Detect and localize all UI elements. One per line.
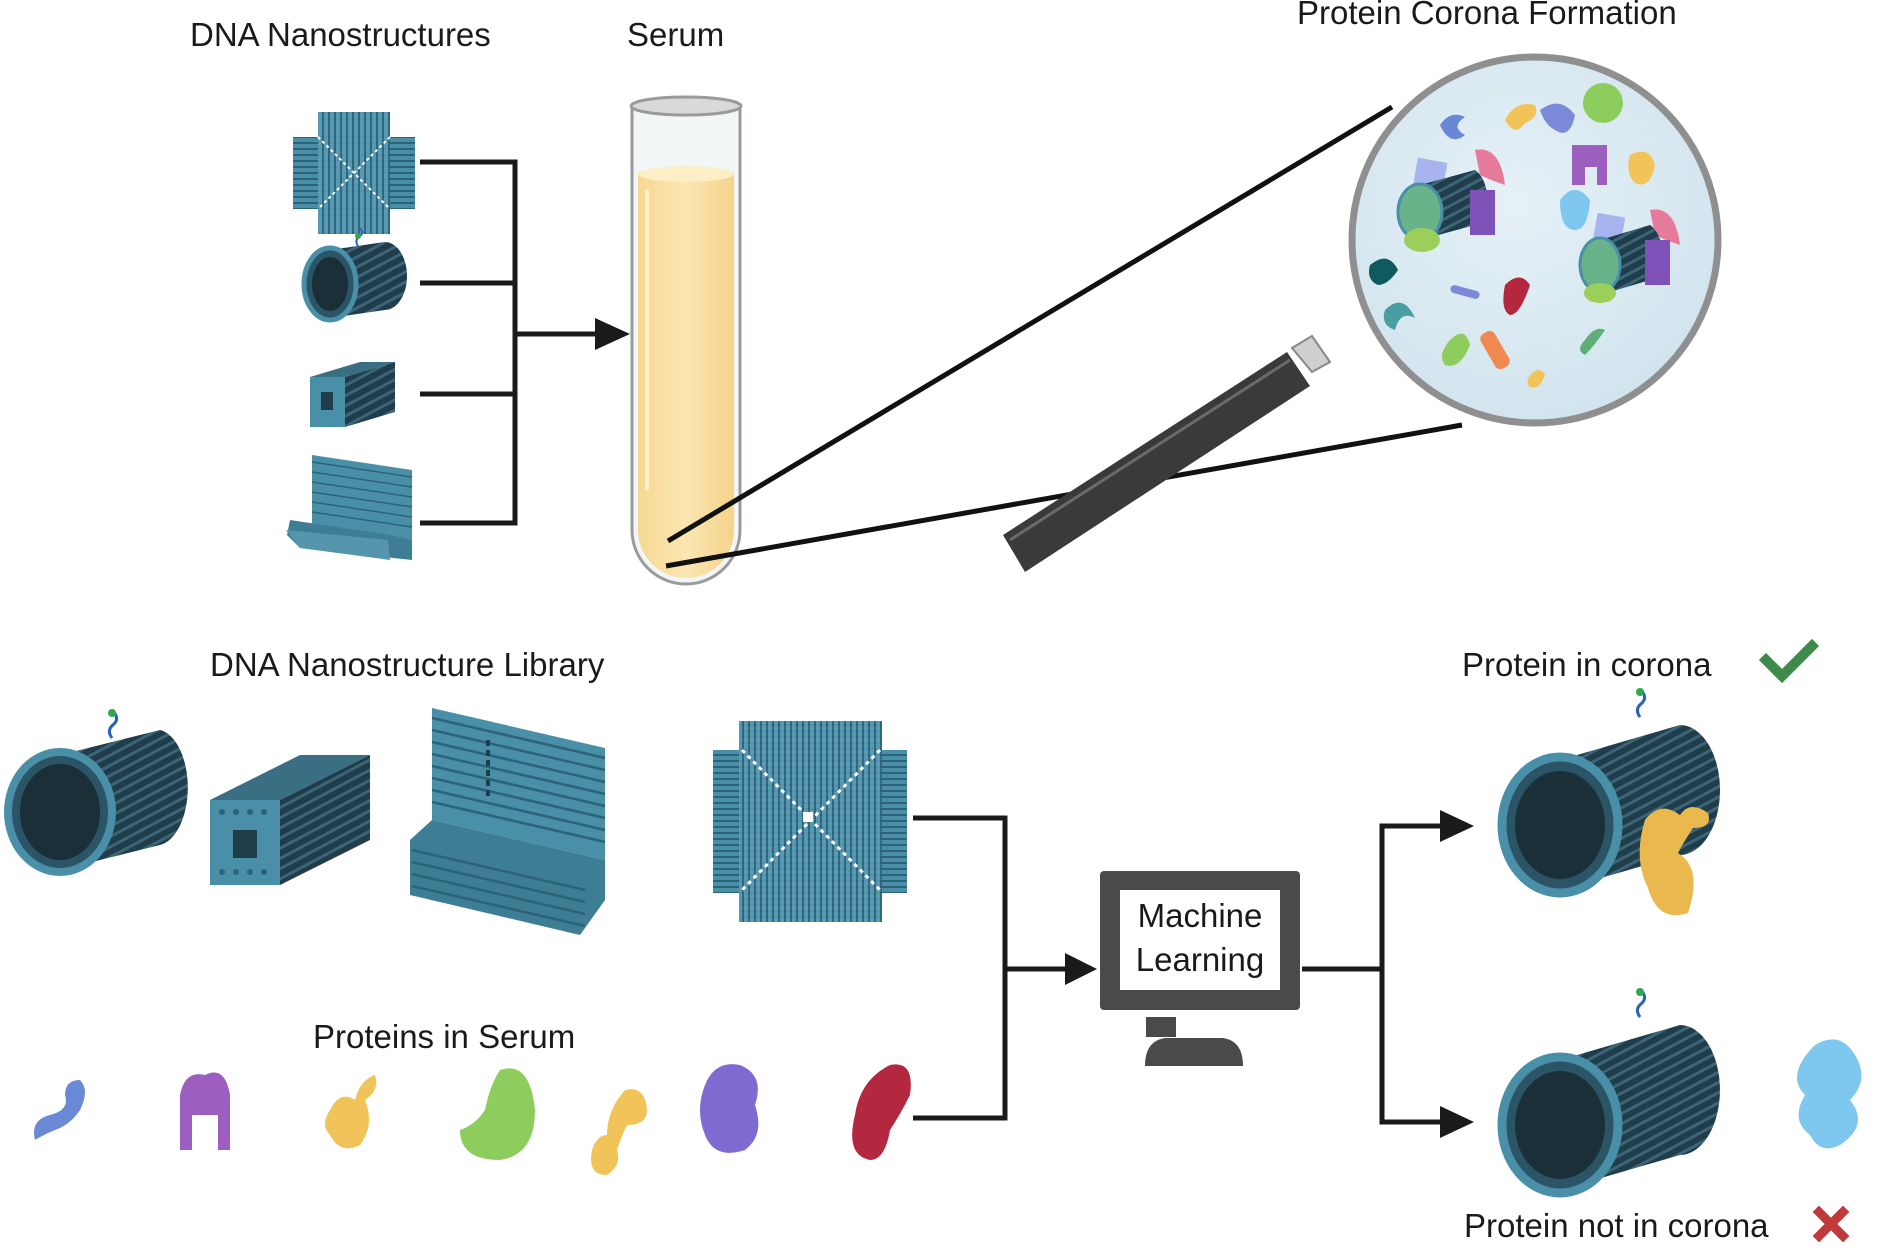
zoom-lines: [665, 104, 1463, 569]
label-proteins-in-serum: Proteins in Serum: [313, 1018, 575, 1055]
label-dna-nanostructure-library: DNA Nanostructure Library: [210, 646, 605, 683]
serum-test-tube: [629, 95, 743, 586]
label-protein-corona-formation: Protein Corona Formation: [1297, 0, 1677, 31]
magnifier-handle: [1003, 334, 1332, 572]
nanostructure-rod-small: [310, 362, 395, 427]
free-protein-blue: [1797, 1039, 1862, 1149]
label-serum: Serum: [627, 16, 724, 53]
library-rod: [210, 755, 370, 885]
serum-protein-coil: [34, 1080, 85, 1140]
magnifier-lens: [1348, 53, 1722, 427]
arrow-to-not-in-corona: [1440, 1106, 1474, 1138]
corona-proteins: [1369, 83, 1655, 388]
nanostructure-bent-sheet-small: [286, 455, 413, 560]
library-barrel: [4, 708, 188, 876]
label-dna-nanostructures: DNA Nanostructures: [190, 16, 491, 53]
arrow-to-ml: [1005, 953, 1097, 985]
serum-protein-kidney: [852, 1064, 911, 1160]
serum-protein-dumbbell: [591, 1089, 647, 1175]
corona-complex-2: [1578, 209, 1680, 303]
check-icon: [1758, 638, 1820, 684]
connector-bottom-bracket: [913, 815, 1008, 1121]
nanostructure-barrel-small: [301, 227, 407, 323]
result-barrel-without-protein: [1497, 987, 1720, 1198]
corona-complex-1: [1396, 149, 1505, 252]
label-protein-in-corona: Protein in corona: [1462, 646, 1712, 683]
label-protein-not-in-corona: Protein not in corona: [1464, 1207, 1769, 1244]
library-square-lattice: [713, 721, 907, 922]
cross-icon: [1812, 1205, 1850, 1243]
serum-protein-hook: [325, 1075, 377, 1149]
arrow-to-in-corona: [1440, 810, 1474, 842]
serum-protein-row: [34, 1064, 911, 1175]
serum-protein-blob: [700, 1064, 759, 1153]
ml-label-line1: Machine: [1138, 897, 1263, 934]
machine-learning-monitor: [1100, 871, 1300, 1066]
ml-label-line2: Learning: [1136, 941, 1264, 978]
connector-top-bracket: [420, 159, 518, 526]
nanostructure-square-lattice-small: [293, 112, 415, 234]
arrow-to-serum: [515, 318, 630, 350]
serum-protein-arch: [180, 1072, 230, 1150]
result-barrel-with-protein: [1497, 687, 1720, 916]
connector-output-fork: [1302, 823, 1448, 1125]
serum-protein-bean: [460, 1068, 535, 1160]
library-bent-sheet: [410, 708, 606, 935]
